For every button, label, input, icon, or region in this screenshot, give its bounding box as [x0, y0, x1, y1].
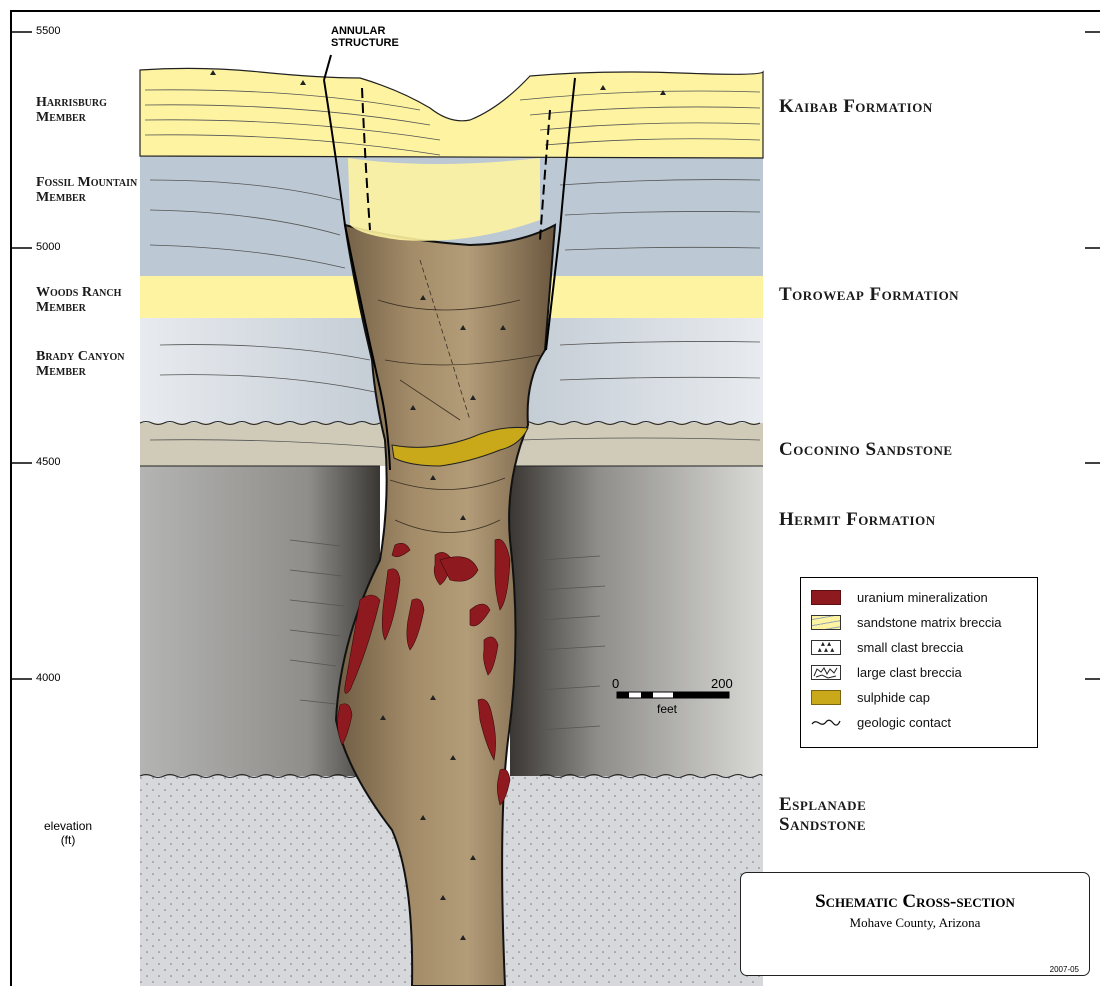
legend-item-sulphide-cap: sulphide cap	[811, 688, 930, 706]
legend-item-geologic-contact: geologic contact	[811, 713, 951, 731]
sulphide-swatch-icon	[811, 690, 841, 705]
elevation-4500: 4500	[36, 456, 60, 468]
legend: uranium mineralization sandstone matrix …	[800, 577, 1038, 748]
scale-zero-label: 0	[612, 676, 619, 691]
scale-bar	[617, 692, 729, 698]
elevation-axis-label: elevation (ft)	[44, 820, 92, 848]
annular-structure-label: ANNULAR STRUCTURE	[331, 26, 399, 49]
drawing-code: 2007-05	[1050, 965, 1079, 974]
elevation-4000: 4000	[36, 672, 60, 684]
large-clast-swatch-icon	[811, 665, 841, 680]
elevation-5000: 5000	[36, 241, 60, 253]
toroweap-formation-label: Toroweap Formation	[779, 285, 959, 305]
contact-line-icon	[811, 715, 841, 730]
uranium-swatch-icon	[811, 590, 841, 605]
pipe-sandstone-cap	[348, 158, 540, 241]
legend-item-uranium: uranium mineralization	[811, 588, 988, 606]
title-box: Schematic Cross-section Mohave County, A…	[740, 872, 1090, 976]
kaibab-layer	[140, 68, 763, 158]
small-clast-swatch-icon: ▴ ▴▴ ▴ ▴	[811, 640, 841, 655]
kaibab-formation-label: Kaibab Formation	[779, 97, 933, 117]
scale-max-label: 200	[711, 676, 733, 691]
sandstone-breccia-swatch-icon	[811, 615, 841, 630]
scale-unit-label: feet	[657, 702, 677, 716]
hermit-formation-label: Hermit Formation	[779, 510, 936, 530]
legend-item-large-clast: large clast breccia	[811, 663, 962, 681]
diagram-title: Schematic Cross-section	[741, 891, 1089, 913]
legend-item-small-clast: ▴ ▴▴ ▴ ▴ small clast breccia	[811, 638, 963, 656]
legend-item-sandstone-breccia: sandstone matrix breccia	[811, 613, 1002, 631]
coconino-sandstone-label: Coconino Sandstone	[779, 440, 953, 460]
diagram-subtitle: Mohave County, Arizona	[741, 915, 1089, 931]
elevation-5500: 5500	[36, 25, 60, 37]
